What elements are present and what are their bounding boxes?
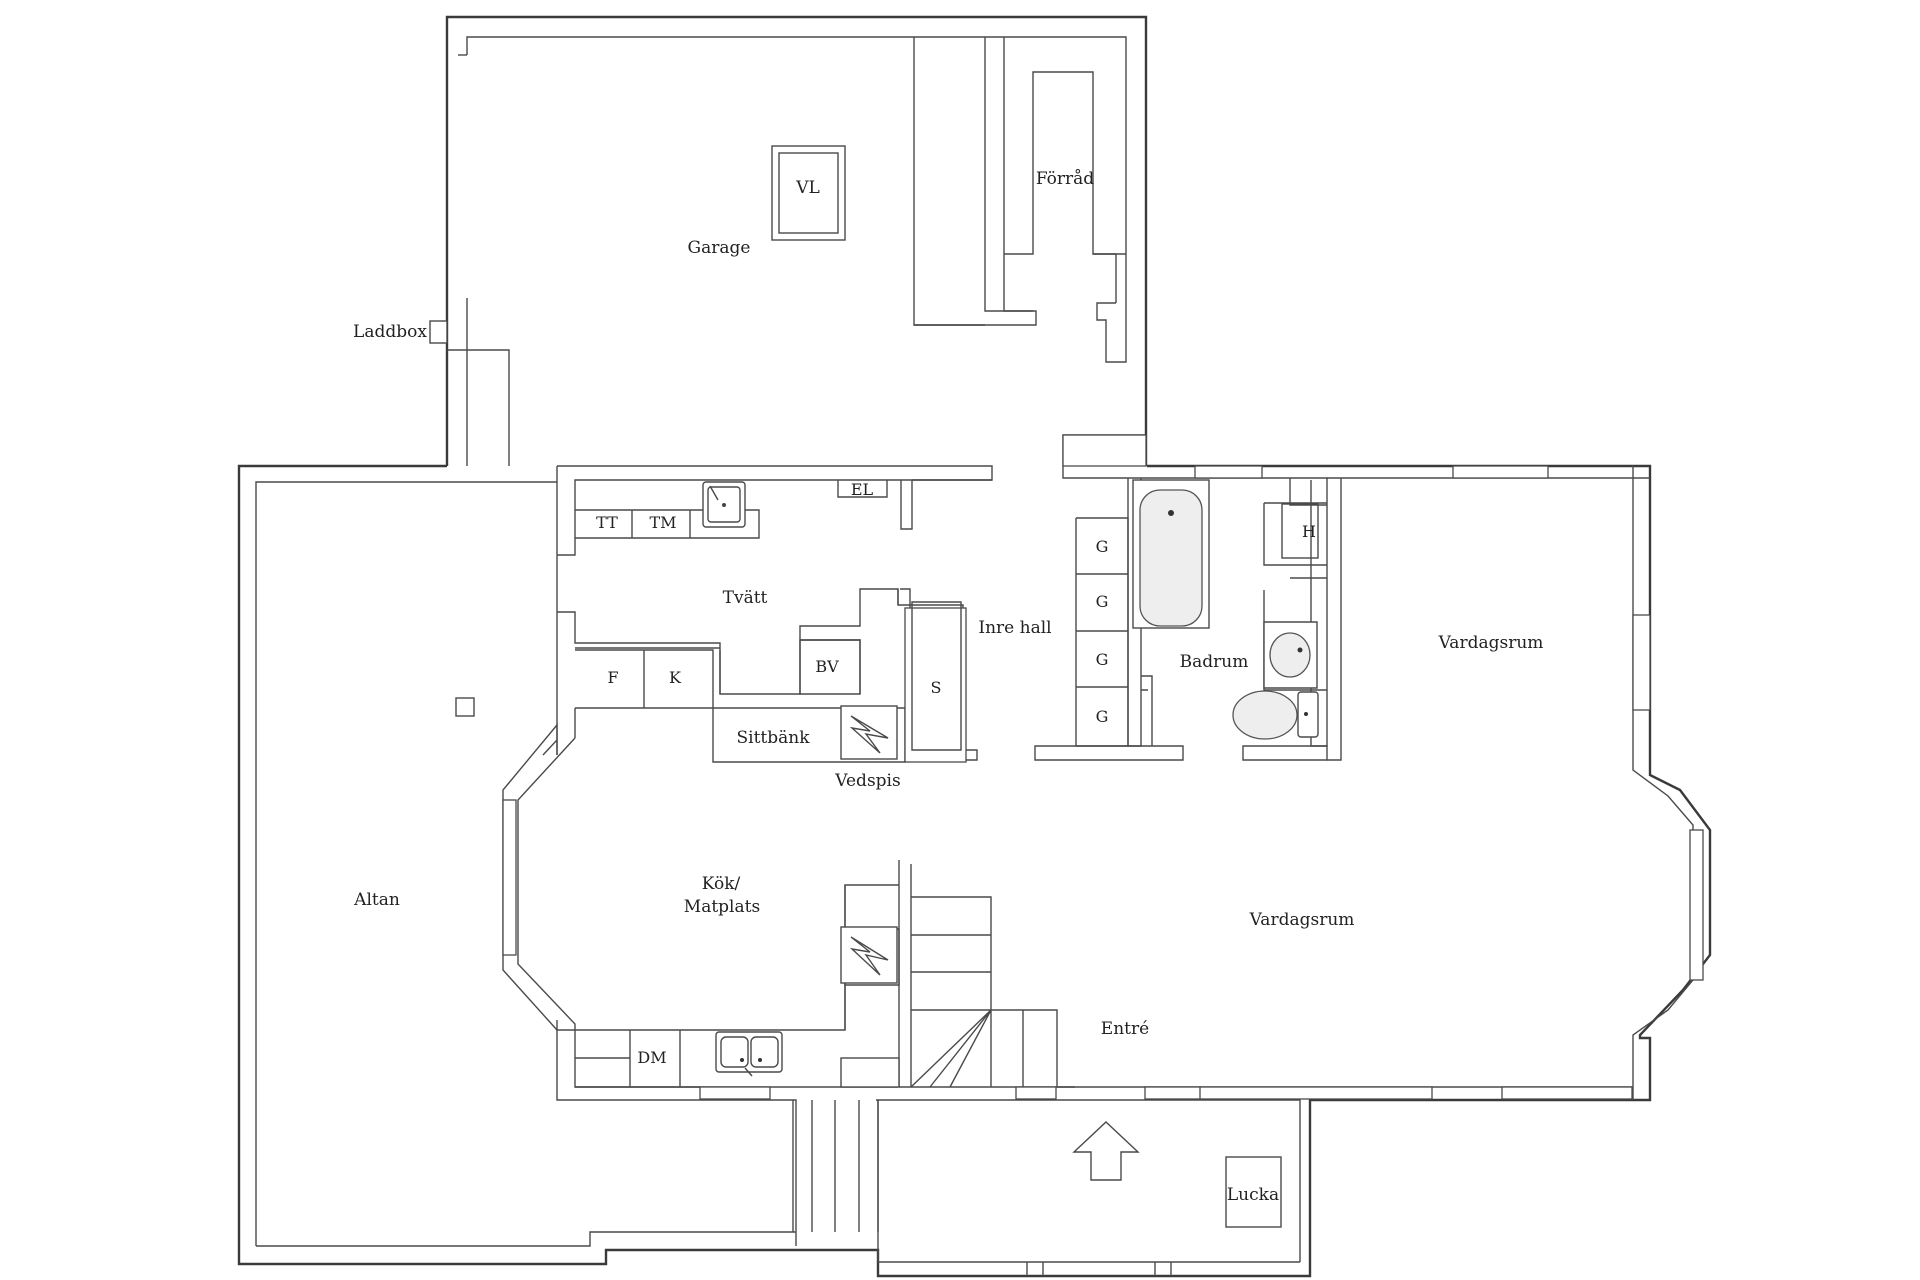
bv-label: BV [815, 657, 839, 676]
stove-chimney-icon [840, 705, 898, 760]
kok-label-line2: Matplats [684, 897, 760, 917]
lucka-box [1225, 1156, 1282, 1228]
bathtub-icon [1132, 479, 1210, 629]
h-label: H [1302, 522, 1316, 541]
el-label: EL [851, 480, 874, 499]
sink-icon [715, 1031, 783, 1077]
lucka-label: Lucka [1227, 1185, 1279, 1205]
house-walls [237, 464, 1712, 1278]
g2-label: G [1096, 592, 1109, 611]
vardagsrum-upper-label: Vardagsrum [1438, 633, 1544, 653]
g3-label: G [1096, 650, 1109, 669]
vedspis-label: Vedspis [834, 771, 900, 791]
kok-label-line1: Kök/ [702, 874, 741, 894]
garage-label: Garage [688, 238, 751, 258]
entre-label: Entré [1101, 1019, 1149, 1039]
stove-hob [840, 1057, 900, 1088]
garage-area [429, 15, 1148, 466]
laddbox-icon [429, 320, 448, 344]
altan-label: Altan [353, 890, 400, 910]
k-label: K [669, 668, 682, 687]
g1-label: G [1096, 537, 1109, 556]
windows [502, 434, 1704, 1100]
s-cabinet [911, 601, 962, 751]
dm-label: DM [637, 1048, 666, 1067]
up-arrow-icon [1072, 1121, 1140, 1181]
kitchen-chimney-icon [840, 926, 898, 984]
altan-marker [455, 697, 475, 717]
forrad-label: Förråd [1036, 169, 1094, 189]
vl-label: VL [795, 178, 820, 198]
g4-label: G [1096, 707, 1109, 726]
bathroom-washbasin-icon [1263, 621, 1318, 689]
badrum-label: Badrum [1180, 652, 1249, 672]
tt-label: TT [596, 513, 618, 532]
h-box [1281, 503, 1319, 559]
toilet-icon [1232, 690, 1319, 740]
interior-walls [502, 434, 1694, 1100]
sittbank-label: Sittbänk [736, 728, 810, 748]
bv-box [799, 639, 861, 695]
vl-box [771, 145, 846, 241]
tm-label: TM [649, 513, 676, 532]
laddbox-label: Laddbox [353, 322, 427, 342]
labels: VL Garage Förråd Laddbox EL TT TM Tvätt … [353, 169, 1543, 1205]
washbasin-icon [702, 481, 746, 528]
entry-stairs [792, 1100, 879, 1232]
tvatt-label: Tvätt [723, 588, 768, 608]
s-label: S [931, 678, 942, 697]
inre-hall-label: Inre hall [978, 618, 1051, 638]
f-label: F [607, 668, 618, 687]
vardagsrum-main-label: Vardagsrum [1249, 910, 1355, 930]
